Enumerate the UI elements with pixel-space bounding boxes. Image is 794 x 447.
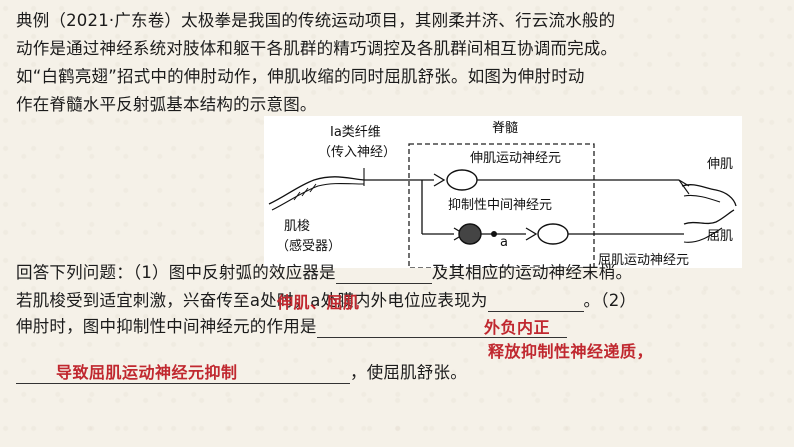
q5-text-b: 及其相应的运动神经末梢。: [431, 263, 633, 282]
reflex-arc-diagram: Ⅰa类纤维 （传入神经） 脊髓 伸肌运动神经元 抑制性中间神经元 a 屈肌运动神…: [264, 116, 742, 269]
extensor-neuron-label: 伸肌运动神经元: [470, 151, 561, 166]
q6-text-c: 。（2）: [583, 291, 637, 310]
question-line-3: 如“白鹤亮翅”招式中的伸肘动作，伸肌收缩的同时屈肌舒张。如图为伸肘时动: [16, 67, 585, 86]
spinal-cord-label: 脊髓: [492, 121, 518, 136]
answer-3-line-2: 导致屈肌运动神经元抑制: [56, 363, 238, 382]
point-a-dot: [491, 231, 497, 237]
q8-text-b: ，使屈肌舒张。: [350, 363, 467, 382]
question-line-4: 作在脊髓水平反射弧基本结构的示意图。: [16, 95, 317, 114]
question-line-8: ，使屈肌舒张。: [16, 362, 467, 384]
q5-text-a: 回答下列问题：（1）图中反射弧的效应器是: [16, 263, 336, 282]
answer-blank-2[interactable]: [487, 293, 584, 312]
extensor-muscle-label: 伸肌: [707, 157, 733, 172]
inhibitory-neuron-label: 抑制性中间神经元: [448, 198, 552, 213]
afferent-fiber: [268, 176, 409, 205]
flexor-muscle-label: 屈肌: [707, 229, 733, 244]
extensor-muscle: [681, 184, 737, 207]
answer-blank-1[interactable]: [335, 265, 432, 284]
q6-text-b: a处时，a处膜内外电位应表现为: [249, 291, 488, 310]
answer-blank-4[interactable]: [16, 365, 350, 384]
question-line-7: 伸肘时，图中抑制性中间神经元的作用是: [16, 316, 567, 338]
flexor-neuron-soma: [537, 223, 569, 245]
inhibitory-neuron-soma: [458, 223, 482, 245]
fiber-label-1: Ⅰa类纤维: [330, 125, 381, 140]
fiber-label-2: （传入神经）: [318, 145, 396, 160]
spindle-label-1: 肌梭: [284, 218, 310, 234]
spindle-label-2: （感受器）: [276, 238, 341, 254]
q7-text-a: 伸肘时，图中抑制性中间神经元的作用是: [16, 317, 317, 336]
answer-2: 外负内正: [484, 318, 551, 337]
question-line-1: 典例（2021·广东卷）太极拳是我国的传统运动项目，其刚柔并济、行云流水般的: [16, 11, 616, 30]
answer-1: 伸肌、屈肌: [277, 293, 360, 312]
question-line-5: 回答下列问题：（1）图中反射弧的效应器是 及其相应的运动神经末梢。: [16, 262, 632, 284]
answer-3-line-1: 释放抑制性神经递质，: [488, 342, 654, 361]
q6-text-a: 若肌梭受到适宜刺激，兴奋传至: [16, 291, 250, 310]
point-a-label: a: [500, 235, 508, 250]
question-line-6: 若肌梭受到适宜刺激，兴奋传至a处时，a处膜内外电位应表现为 。（2）: [16, 290, 636, 312]
flexor-muscle: [683, 209, 735, 225]
question-line-2: 动作是通过神经系统对肢体和躯干各肌群的精巧调控及各肌群间相互协调而完成。: [16, 39, 618, 58]
answer-blank-3[interactable]: [316, 319, 567, 338]
flexor-neuron-label: 屈肌运动神经元: [598, 253, 689, 268]
extensor-neuron-soma: [446, 169, 478, 191]
